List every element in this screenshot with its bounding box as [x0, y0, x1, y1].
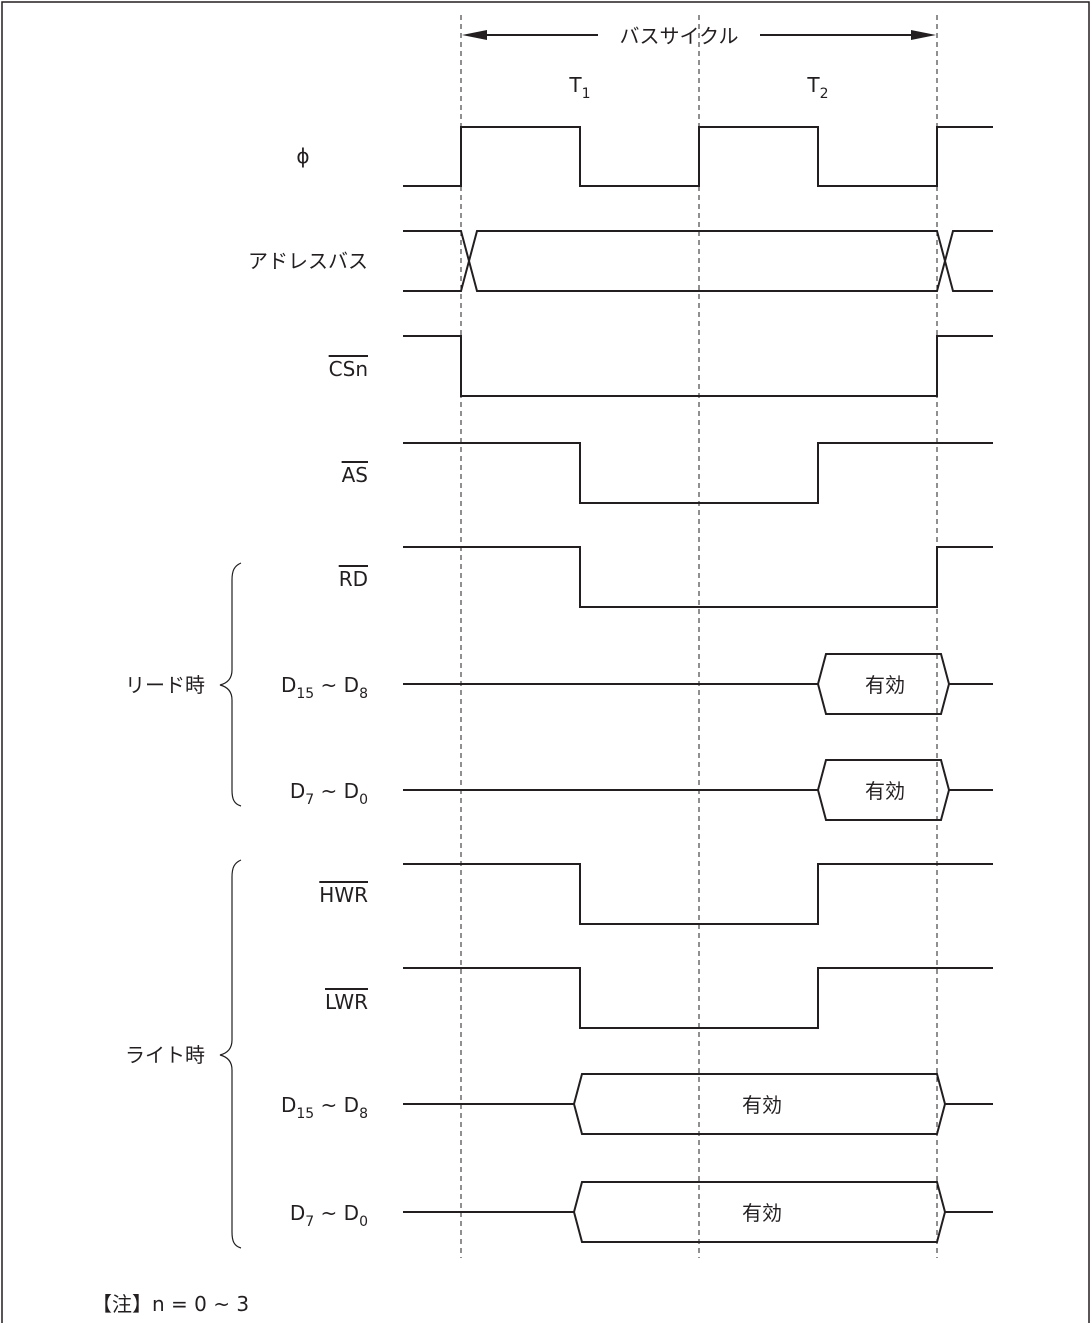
waveform-csn: [403, 335, 993, 397]
signal-label-address-bus: アドレスバス: [248, 249, 368, 273]
read-d15-d8-valid-label: 有効: [865, 673, 905, 697]
write-d15-d8-valid-label: 有効: [742, 1093, 782, 1117]
read-group-brace: [219, 562, 242, 807]
arrow-left-icon: [462, 30, 487, 40]
waveform-lwr: [403, 967, 993, 1029]
signal-label-read-d15-d8: D15 ~ D8: [281, 673, 368, 702]
signal-label-lwr: LWR: [325, 990, 368, 1014]
footnote: 【注】n = 0 ~ 3: [92, 1292, 249, 1316]
waveform-read-d7-d0: [403, 759, 993, 821]
bus-cycle-arrow: [462, 30, 936, 40]
arrow-right-icon: [911, 30, 936, 40]
waveform-hwr: [403, 863, 993, 925]
waveform-address-bus: [403, 230, 993, 292]
waveform-write-d15-d8: [403, 1073, 993, 1135]
signal-label-hwr: HWR: [319, 883, 368, 907]
waveform-phi: [403, 126, 993, 187]
signal-label-write-d15-d8: D15 ~ D8: [281, 1093, 368, 1122]
waveform-as: [403, 442, 993, 504]
read-d7-d0-valid-label: 有効: [865, 779, 905, 803]
signal-label-write-d7-d0: D7 ~ D0: [290, 1201, 368, 1230]
signal-label-phi: ϕ: [296, 144, 309, 168]
signal-label-csn: CSn: [329, 357, 368, 381]
state-t1-label: T1: [568, 73, 590, 102]
write-d7-d0-valid-label: 有効: [742, 1201, 782, 1225]
group-label-write: ライト時: [125, 1043, 205, 1067]
group-label-read: リード時: [125, 673, 205, 697]
signal-label-as: AS: [342, 463, 368, 487]
waveform-read-d15-d8: [403, 653, 993, 715]
signal-label-rd: RD: [339, 567, 368, 591]
state-t2-label: T2: [806, 73, 828, 102]
bus-cycle-label: バスサイクル: [620, 24, 739, 48]
write-group-brace: [219, 859, 242, 1249]
signal-label-read-d7-d0: D7 ~ D0: [290, 779, 368, 808]
waveform-write-d7-d0: [403, 1181, 993, 1243]
waveform-rd: [403, 546, 993, 608]
